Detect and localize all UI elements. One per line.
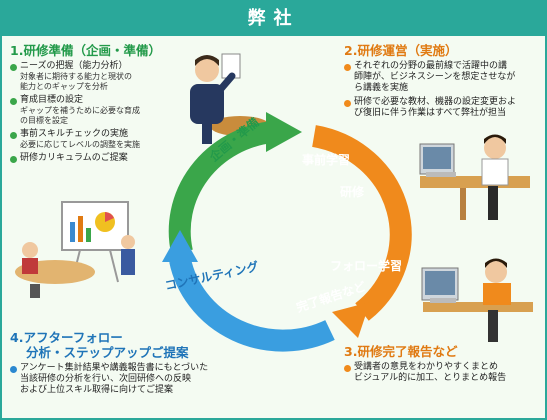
section-after-follow-title-2: 分析・ステップアップご提案 — [26, 345, 189, 360]
planning-item-needs-text: ニーズの把握（能力分析） — [20, 61, 128, 71]
report-item-summary: 受講者の意見をわかりやすくまとめ ビジュアル的に加工、とりまとめ報告 — [344, 362, 542, 384]
planning-item-curriculum: 研修カリキュラムのご提案 — [10, 153, 180, 164]
label-follow-learning: フォロー学習 — [330, 258, 402, 273]
planning-item-needs-sub-2: 能力とのギャップを分析 — [20, 82, 108, 91]
section-after-follow: 4.アフターフォロー 分析・ステップアップご提案 アンケート集計結果や講義報告書… — [10, 330, 240, 399]
operation-item-materials-line-2: び復旧に伴う作業はすべて弊社が担当 — [354, 108, 507, 118]
section-operation: 2.研修運営（実施） それぞれの分野の最前線で活躍中の講 師陣が、ビジネスシーン… — [344, 43, 542, 122]
blue-arrow-followup — [169, 257, 335, 352]
operation-item-materials: 研修で必要な教材、機器の設定変更およ び復旧に伴う作業はすべて弊社が担当 — [344, 97, 542, 119]
after-follow-item-analysis-line-1: アンケート集計結果や講義報告書にもとづいた — [20, 363, 209, 373]
after-follow-item-analysis-line-3: および上位スキル取得に向けてご提案 — [20, 385, 174, 395]
orange-arrow-execution — [311, 125, 412, 321]
training-cycle-diagram: 企画・準備 事前学習 研修 フォロー学習 完了報告など コンサルティング — [162, 112, 412, 352]
planning-item-goal-sub-1: ギャップを補うために必要な育成 — [20, 106, 140, 115]
section-planning: 1.研修準備（企画・準備） ニーズの把握（能力分析） 対象者に期待する能力と現状… — [10, 43, 180, 167]
label-training: 研修 — [340, 184, 365, 199]
planning-item-needs: ニーズの把握（能力分析） 対象者に期待する能力と現状の 能力とのギャップを分析 — [10, 61, 180, 92]
planning-item-goal: 育成目標の設定 ギャップを補うために必要な育成 の目標を設定 — [10, 95, 180, 126]
section-operation-title: 2.研修運営（実施） — [344, 43, 458, 58]
operation-item-lecturers-line-1: それぞれの分野の最前線で活躍中の講 — [354, 61, 508, 71]
section-planning-title: 1.研修準備（企画・準備） — [10, 43, 161, 58]
after-follow-item-analysis: アンケート集計結果や講義報告書にもとづいた 当該研修の分析を行い、次回研修への反… — [10, 363, 240, 396]
presentation-meeting-illustration — [15, 201, 135, 298]
planning-item-skillcheck-text: 事前スキルチェックの実施 — [20, 129, 129, 139]
planning-item-skillcheck-sub-1: 必要に応じてレベルの調整を実施 — [20, 140, 140, 149]
operation-item-materials-line-1: 研修で必要な教材、機器の設定変更およ — [354, 97, 517, 107]
trainee-at-computer-illustration — [419, 134, 530, 220]
man-with-document-illustration — [190, 53, 270, 144]
blue-arrowhead — [162, 230, 198, 262]
operation-item-lecturers-line-2: 師陣が、ビジネスシーンを想定させなが — [354, 72, 516, 82]
label-pre-learning: 事前学習 — [302, 152, 350, 167]
report-writer-at-computer-illustration — [421, 258, 533, 342]
section-report-title: 3.研修完了報告など — [344, 344, 458, 359]
planning-item-needs-sub-1: 対象者に期待する能力と現状の — [20, 72, 132, 81]
orange-arrowhead — [332, 302, 370, 338]
planning-item-goal-text: 育成目標の設定 — [20, 95, 84, 105]
planning-item-skillcheck: 事前スキルチェックの実施 必要に応じてレベルの調整を実施 — [10, 129, 180, 150]
planning-item-curriculum-text: 研修カリキュラムのご提案 — [20, 153, 128, 163]
report-item-summary-line-2: ビジュアル的に加工、とりまとめ報告 — [354, 373, 507, 383]
section-report: 3.研修完了報告など 受講者の意見をわかりやすくまとめ ビジュアル的に加工、とり… — [344, 344, 542, 387]
after-follow-item-analysis-line-2: 当該研修の分析を行い、次回研修への反映 — [20, 374, 192, 384]
operation-item-lecturers: それぞれの分野の最前線で活躍中の講 師陣が、ビジネスシーンを想定させなが ら講義… — [344, 61, 542, 94]
section-after-follow-title-1: 4.アフターフォロー — [10, 330, 123, 345]
green-arrow-planning — [168, 121, 274, 255]
planning-item-goal-sub-2: の目標を設定 — [20, 116, 68, 125]
green-arrowhead — [266, 112, 302, 152]
operation-item-lecturers-line-3: ら講義を実施 — [354, 83, 409, 93]
report-item-summary-line-1: 受講者の意見をわかりやすくまとめ — [354, 362, 499, 372]
header-title: 弊社 — [2, 2, 545, 36]
